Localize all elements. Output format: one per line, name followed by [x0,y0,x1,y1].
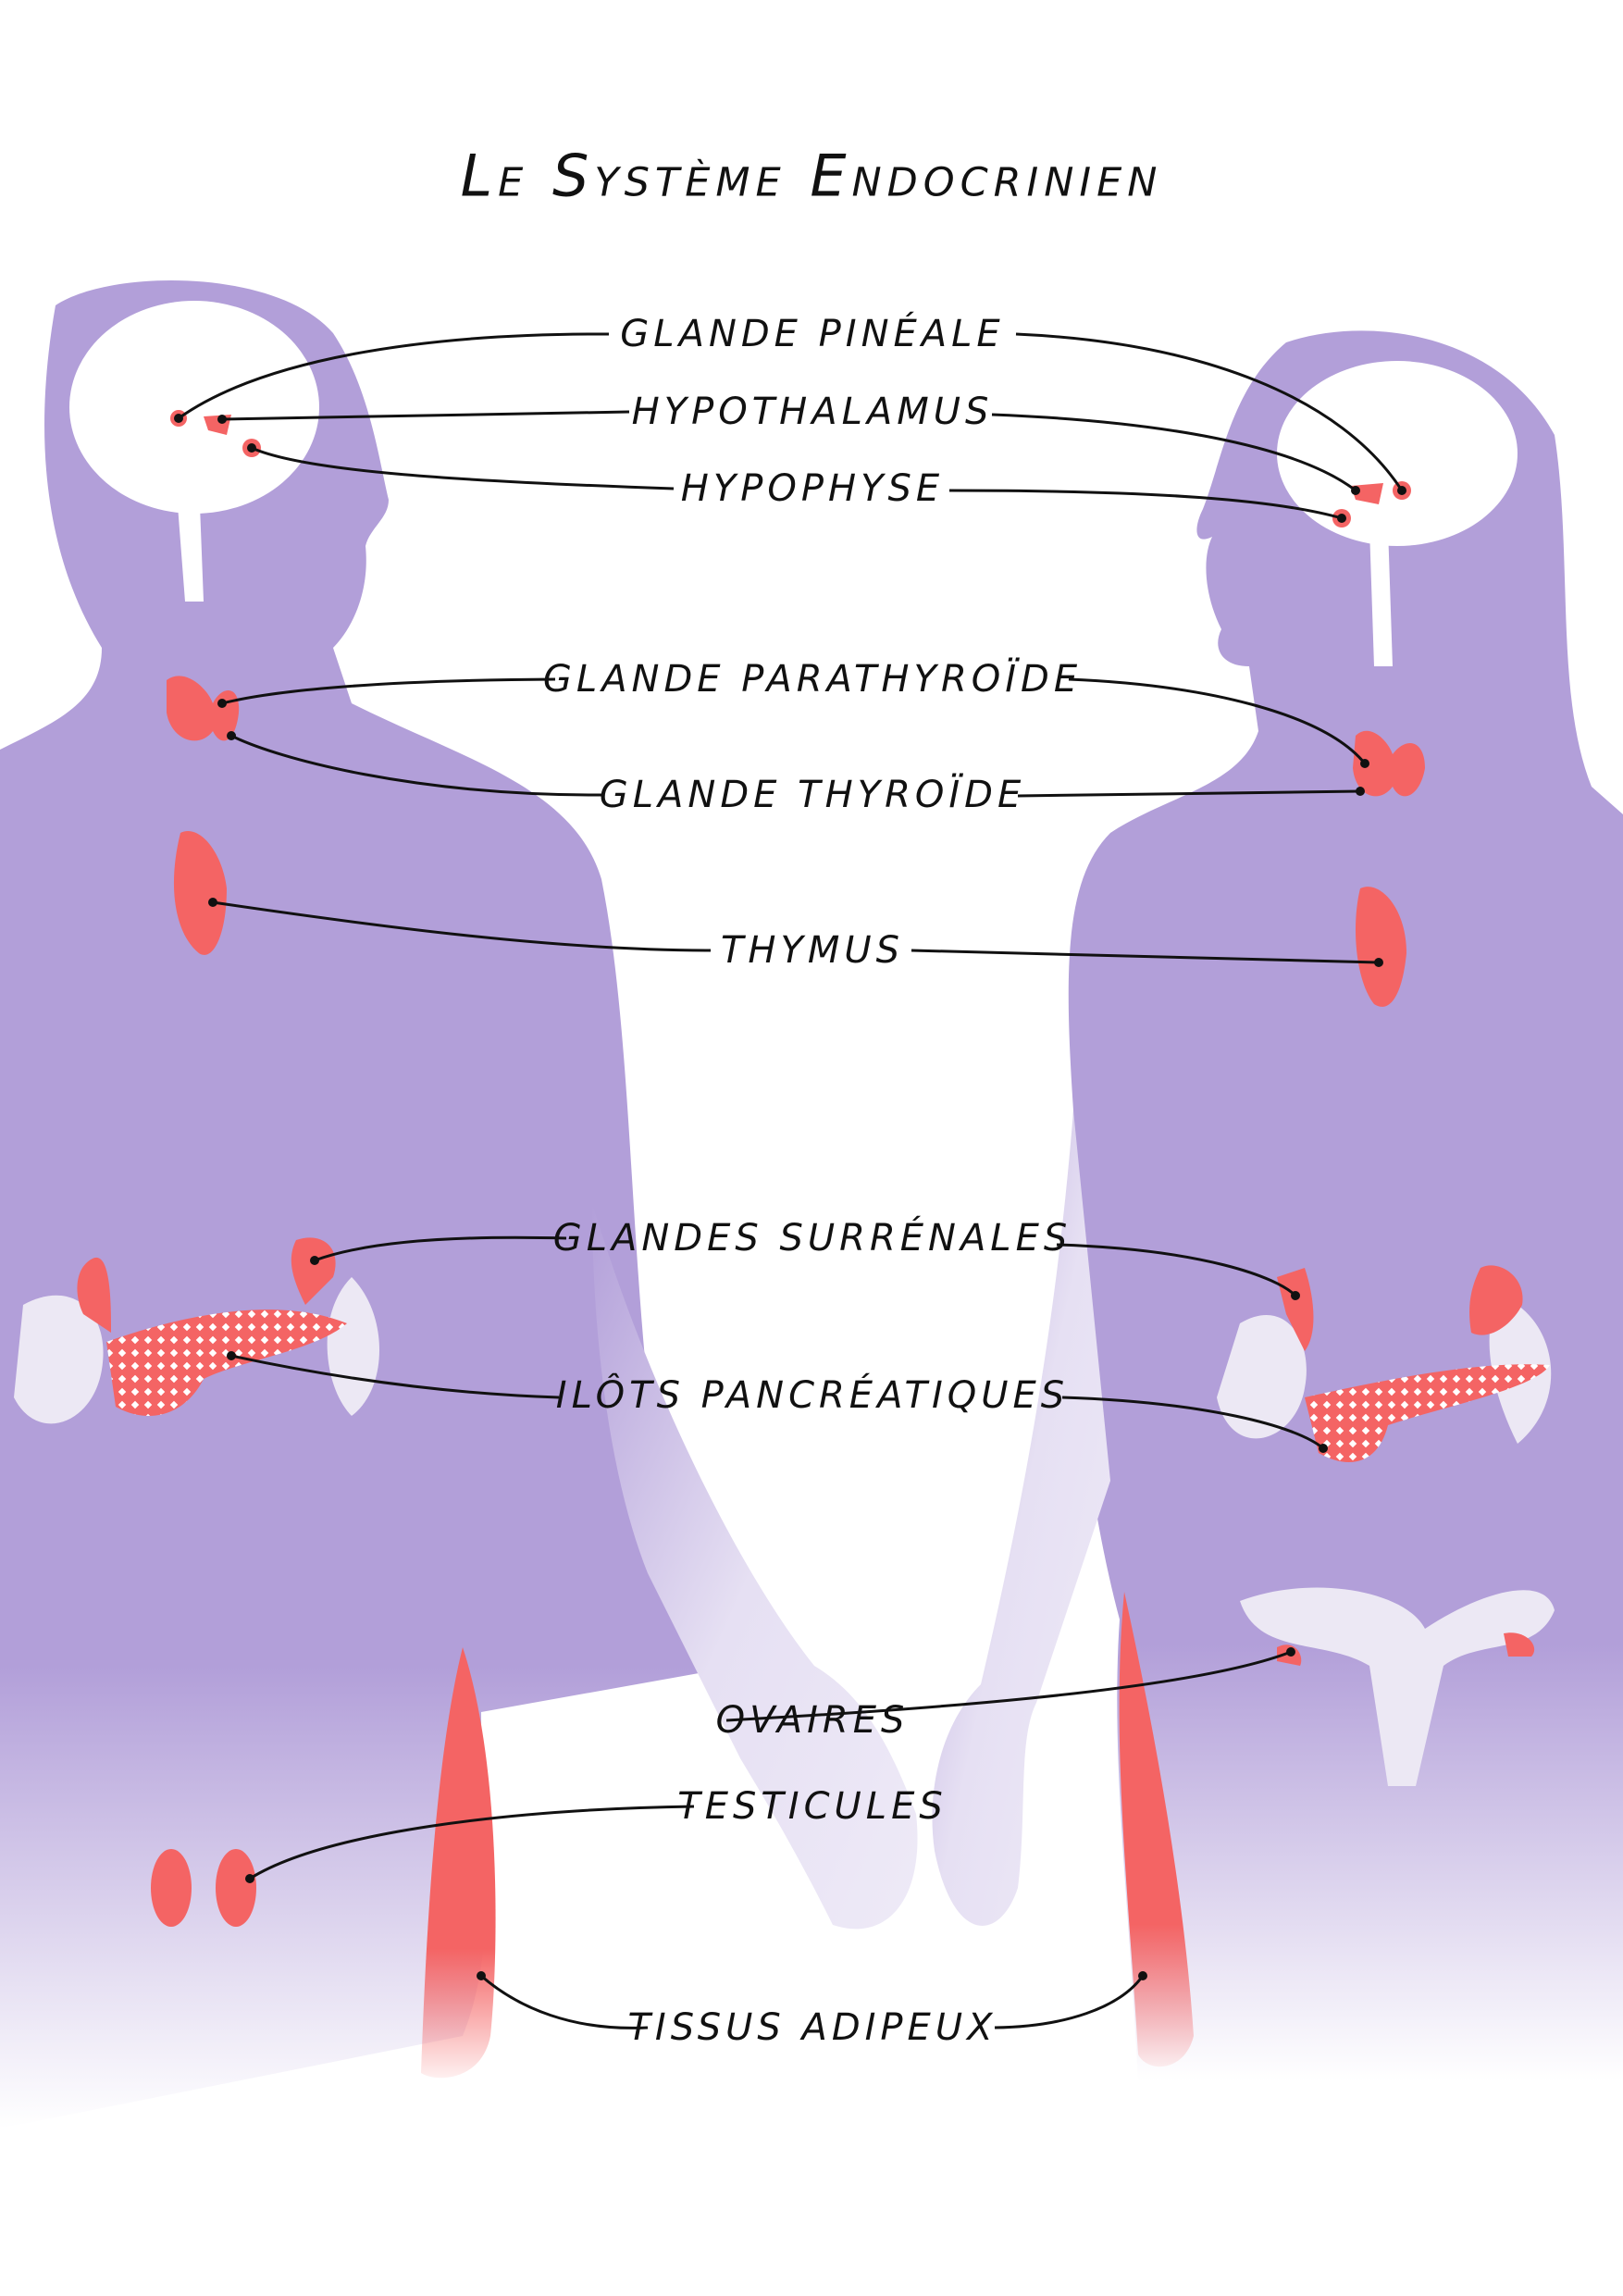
label-testicles: Testicules [677,1785,948,1828]
label-thyroid: Glande thyroïde [599,774,1026,816]
female-adipose [1119,1592,1194,2067]
male-pancreas [106,1309,347,1416]
label-adrenal-glands: Glandes surrénales [552,1217,1072,1260]
label-adipose-tissue: Tissus adipeux [627,2006,997,2049]
glands [77,410,1535,2079]
female-brain [1277,361,1518,546]
label-hypothalamus: Hypothalamus [631,391,994,433]
male-adipose [421,1647,496,2079]
female-silhouette [932,330,1623,2082]
label-hypophyse: Hypophyse [680,467,945,510]
label-pineal-gland: Glande pinéale [620,313,1005,355]
label-ovaries: Ovaires [715,1699,910,1742]
label-thymus: Thymus [720,929,905,972]
leader-dots [174,414,1406,1980]
uterus [1240,1587,1555,1786]
leader-lines [178,332,1404,2029]
female-pancreas [1305,1364,1550,1462]
label-parathyroid: Glande parathyroïde [542,658,1083,701]
page-title: Le Système Endocrinien [460,142,1163,210]
male-silhouette [0,279,918,2129]
label-pancreatic-islets: Ilôts pancréatiques [555,1374,1070,1417]
